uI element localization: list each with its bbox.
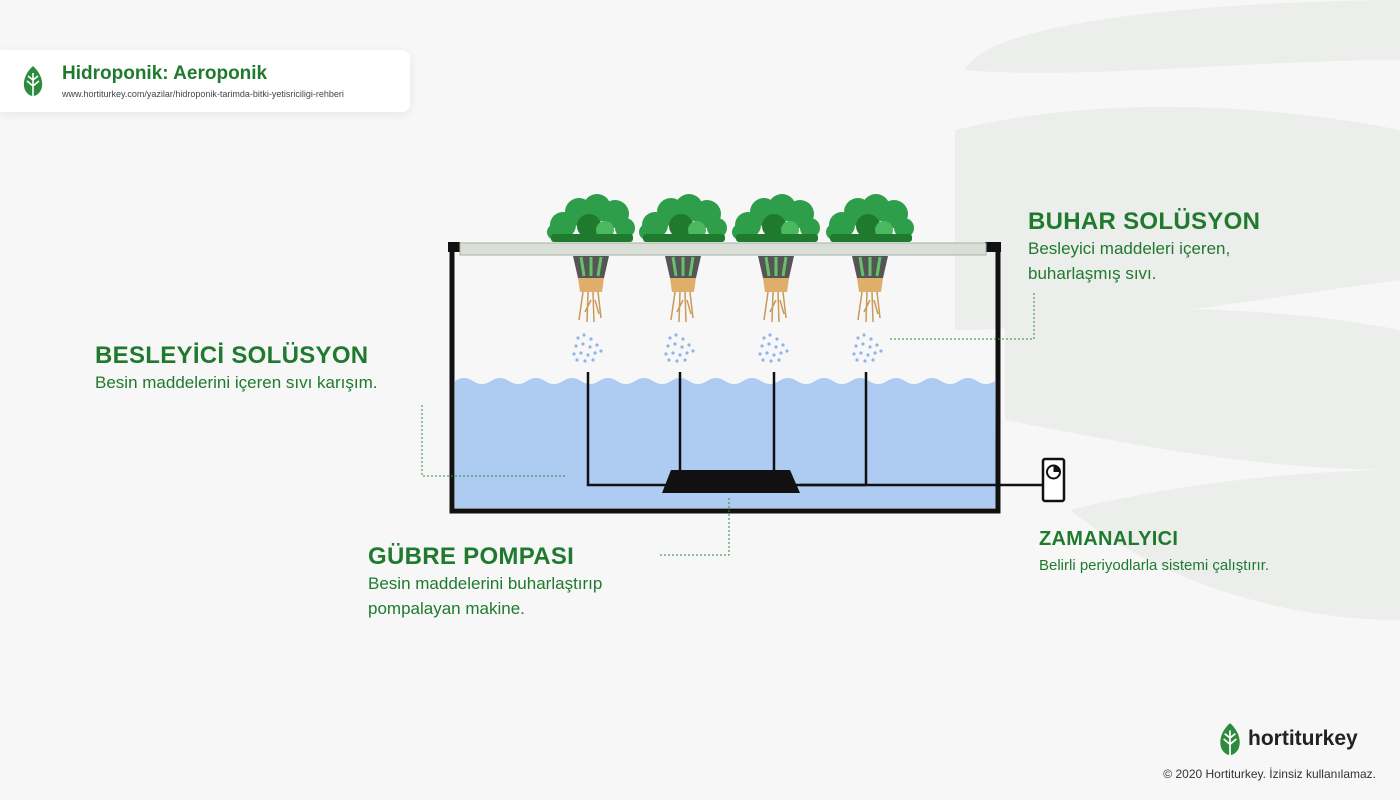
tank-corner-right bbox=[985, 242, 1001, 252]
leader-lines bbox=[421, 293, 1035, 556]
leaf-icon bbox=[23, 66, 43, 96]
nutrient-solution bbox=[455, 378, 996, 508]
plant-icon bbox=[732, 194, 820, 323]
timer-icon bbox=[1041, 457, 1066, 503]
label-desc: Besin maddelerini buharlaştırıp bbox=[368, 574, 603, 593]
fertilizer-pump bbox=[662, 470, 800, 493]
plant-icon bbox=[826, 194, 914, 323]
label-desc: Besin maddelerini içeren sıvı karışım. bbox=[95, 373, 378, 392]
label-desc: Besleyici maddeleri içeren, bbox=[1028, 239, 1231, 258]
label-title: GÜBRE POMPASI bbox=[368, 543, 575, 570]
label-desc: pompalayan makine. bbox=[368, 599, 525, 618]
page-title: Hidroponik: Aeroponik bbox=[62, 63, 268, 84]
label-gubre-pompasi: GÜBRE POMPASI Besin maddelerini buharlaş… bbox=[368, 543, 602, 621]
label-title: BUHAR SOLÜSYON bbox=[1028, 208, 1261, 235]
leaf-icon bbox=[1220, 723, 1240, 755]
label-zamanlayici: ZAMANALYICI Belirli periyodlarla sistemi… bbox=[1039, 525, 1269, 578]
grow-lid bbox=[459, 242, 987, 256]
source-url: www.hortiturkey.com/yazilar/hidroponik-t… bbox=[62, 89, 344, 99]
label-title: ZAMANALYICI bbox=[1039, 528, 1179, 550]
tank-corner-left bbox=[448, 242, 460, 252]
label-title: BESLEYİCİ SOLÜSYON bbox=[95, 342, 369, 369]
label-besleyici-solusyon: BESLEYİCİ SOLÜSYON Besin maddelerini içe… bbox=[95, 342, 378, 395]
header-card: Hidroponik: Aeroponik www.hortiturkey.co… bbox=[0, 50, 410, 112]
label-buhar-solusyon: BUHAR SOLÜSYON Besleyici maddeleri içere… bbox=[1028, 208, 1260, 286]
tank bbox=[449, 247, 1001, 514]
mist-droplets bbox=[572, 333, 883, 363]
plant-icon bbox=[547, 194, 635, 323]
plant-icon bbox=[639, 194, 727, 323]
copyright: © 2020 Hortiturkey. İzinsiz kullanılamaz… bbox=[1163, 767, 1376, 781]
brand-logo-text: hortiturkey bbox=[1248, 727, 1358, 750]
label-desc: Belirli periyodlarla sistemi çalıştırır. bbox=[1039, 557, 1270, 574]
label-desc: buharlaşmış sıvı. bbox=[1028, 264, 1157, 283]
